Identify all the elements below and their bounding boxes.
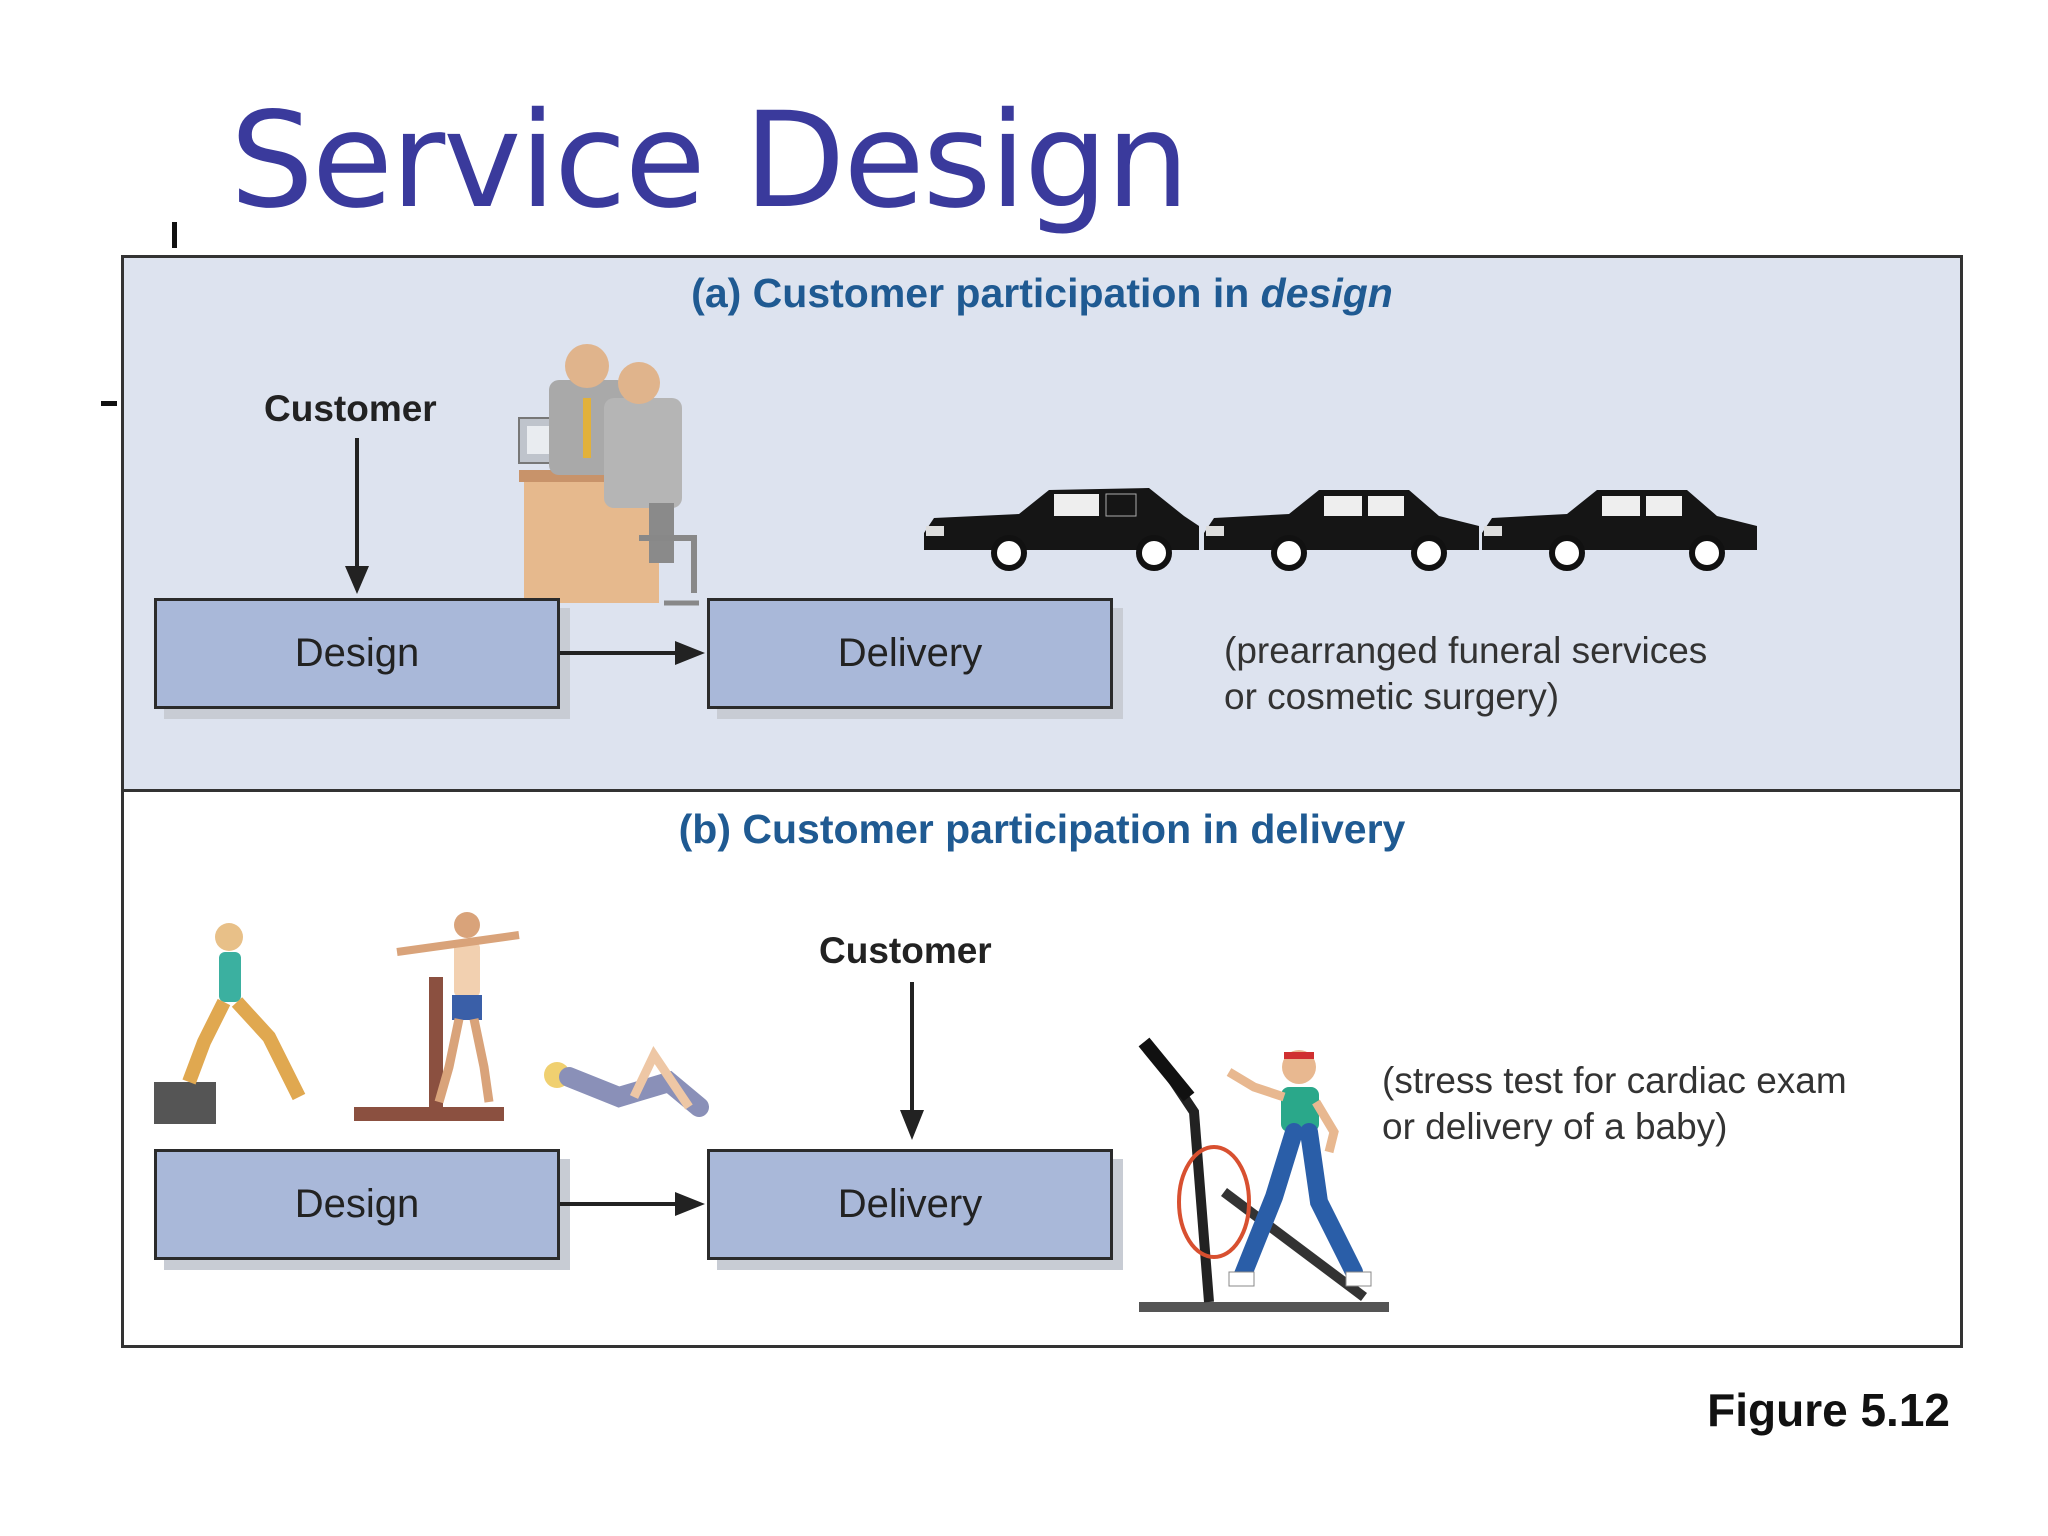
panel-a-note: (prearranged funeral services or cosmeti…: [1224, 628, 1707, 720]
panel-b-design-to-delivery-arrow: [560, 1192, 705, 1216]
panel-b-note-line-1: (stress test for cardiac exam: [1382, 1060, 1847, 1101]
panel-b-customer-arrow: [900, 982, 924, 1140]
figure-caption: Figure 5.12: [1707, 1384, 1950, 1436]
panel-a-customer-arrow: [345, 438, 369, 594]
hearse-car-icon: [924, 488, 1199, 571]
panel-a-note-line-1: (prearranged funeral services: [1224, 630, 1708, 671]
panel-a-design-box: Design: [154, 598, 560, 709]
panel-a-design-to-delivery-arrow: [560, 641, 705, 665]
panel-b-heading: (b) Customer participation in delivery: [678, 806, 1406, 852]
treadmill-runner-illustration: [1138, 1037, 1389, 1312]
panel-a-heading-text: (a) Customer participation in: [691, 270, 1261, 316]
panel-b-note: (stress test for cardiac exam or deliver…: [1382, 1058, 1847, 1150]
panel-customer-participation-design: (a) Customer participation in design Cus…: [124, 258, 1960, 792]
limousine-car-icon-2: [1482, 490, 1757, 571]
panel-b-customer-label: Customer: [819, 930, 992, 971]
exercise-people-illustration: [154, 912, 709, 1124]
panel-a-heading: (a) Customer participation in design: [124, 270, 1960, 317]
bullet-dash-mark: [101, 401, 117, 406]
panel-a-delivery-box: Delivery: [707, 598, 1113, 709]
panel-customer-participation-delivery: (b) Customer participation in delivery C…: [124, 792, 1960, 1345]
panel-b-delivery-box: Delivery: [707, 1149, 1113, 1260]
panel-b-design-box: Design: [154, 1149, 560, 1260]
slide-title: Service Design: [230, 84, 1190, 238]
panel-a-note-line-2: or cosmetic surgery): [1224, 676, 1560, 717]
consultation-illustration: [518, 344, 699, 606]
panel-a-customer-label: Customer: [264, 388, 437, 429]
panel-a-heading-emphasis: design: [1260, 270, 1393, 316]
limousine-car-icon-1: [1204, 490, 1479, 571]
bullet-tick-mark: [172, 222, 177, 248]
panel-b-note-line-2: or delivery of a baby): [1382, 1106, 1728, 1147]
figure-frame: (a) Customer participation in design Cus…: [121, 255, 1963, 1348]
